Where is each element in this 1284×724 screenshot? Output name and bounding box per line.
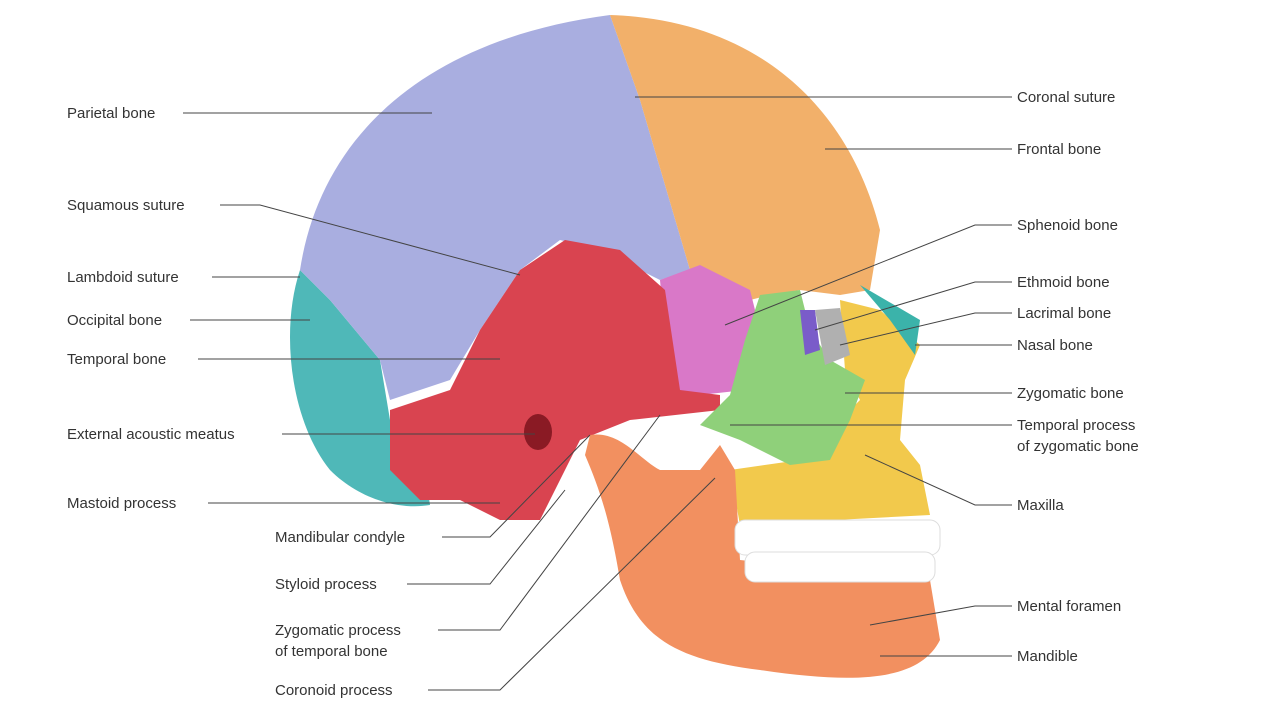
- sphenoid-bone-region: [660, 265, 760, 395]
- teeth: [734, 519, 941, 583]
- label-sphenoid-bone: Sphenoid bone: [1017, 217, 1118, 234]
- label-mandible: Mandible: [1017, 648, 1078, 665]
- label-temporal-bone: Temporal bone: [67, 351, 166, 368]
- external-acoustic-meatus-opening: [524, 414, 552, 450]
- label-styloid-process: Styloid process: [275, 576, 377, 593]
- label-temporal-process-line2: of zygomatic bone: [1017, 438, 1139, 455]
- label-ethmoid-bone: Ethmoid bone: [1017, 274, 1110, 291]
- label-squamous-suture: Squamous suture: [67, 197, 185, 214]
- label-coronoid-process: Coronoid process: [275, 682, 393, 699]
- label-temporal-process-line1: Temporal process: [1017, 417, 1135, 434]
- label-zygomatic-process-line2: of temporal bone: [275, 643, 388, 660]
- temporal-bone-region: [390, 240, 720, 520]
- zygomatic-bone-region: [700, 290, 865, 465]
- parietal-bone-region: [300, 15, 690, 400]
- label-frontal-bone: Frontal bone: [1017, 141, 1101, 158]
- label-mastoid-process: Mastoid process: [67, 495, 176, 512]
- label-parietal-bone: Parietal bone: [67, 105, 155, 122]
- label-occipital-bone: Occipital bone: [67, 312, 162, 329]
- mandible-region: [585, 434, 940, 678]
- label-coronal-suture: Coronal suture: [1017, 89, 1115, 106]
- label-lacrimal-bone: Lacrimal bone: [1017, 305, 1111, 322]
- label-mandibular-condyle: Mandibular condyle: [275, 529, 405, 546]
- label-lambdoid-suture: Lambdoid suture: [67, 269, 179, 286]
- label-zygomatic-bone: Zygomatic bone: [1017, 385, 1124, 402]
- label-mental-foramen: Mental foramen: [1017, 598, 1121, 615]
- leader-lines: [183, 96, 1012, 691]
- label-zygomatic-process-line1: Zygomatic process: [275, 622, 401, 639]
- maxilla-region: [730, 300, 930, 525]
- label-external-acoustic-meatus: External acoustic meatus: [67, 426, 235, 443]
- ethmoid-bone-region: [800, 310, 820, 355]
- nasal-bone-region: [860, 285, 920, 355]
- label-maxilla: Maxilla: [1017, 497, 1064, 514]
- label-nasal-bone: Nasal bone: [1017, 337, 1093, 354]
- frontal-bone-region: [610, 15, 880, 300]
